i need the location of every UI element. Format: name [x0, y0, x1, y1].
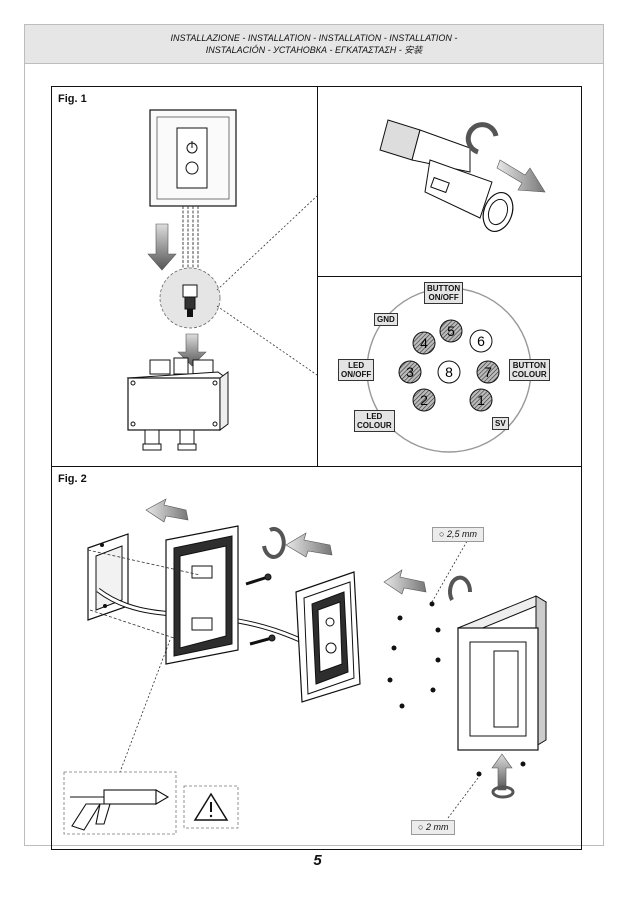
rotate-arrow-icon [465, 122, 499, 155]
mounting-screw [245, 573, 276, 646]
connector-detail-circle [159, 267, 221, 329]
down-arrow-icon [147, 223, 177, 271]
figure-2-label: Fig. 2 [58, 473, 87, 485]
pin-3: 3 [406, 364, 414, 380]
warning-icon [193, 792, 229, 821]
button-plate [295, 571, 361, 703]
dimension-tag-lower: ○ 2 mm [411, 820, 456, 835]
label-gnd: GND [374, 313, 398, 326]
label-led-colour: LED COLOUR [354, 410, 395, 432]
left-arrow-icon [145, 498, 189, 523]
pin-6: 6 [477, 333, 485, 349]
page-number: 5 [313, 852, 322, 869]
label-button-colour: BUTTON COLOUR [509, 359, 550, 381]
left-arrow-icon [383, 569, 427, 595]
figure-1-label: Fig. 1 [58, 93, 87, 105]
figure-1-horizontal-divider [317, 276, 582, 277]
hex-key-icon: ○ [439, 529, 445, 539]
junction-box [126, 357, 229, 451]
label-button-onoff: BUTTON ON/OFF [424, 282, 464, 304]
mounting-frame [165, 525, 239, 665]
control-cable [182, 206, 199, 270]
figure-2-panel [51, 466, 582, 850]
wall-control-panel [149, 109, 237, 207]
left-arrow-icon [285, 532, 333, 558]
page-header: INSTALLAZIONE - INSTALLATION - INSTALLAT… [24, 24, 604, 64]
label-led-onoff: LED ON/OFF [338, 359, 375, 381]
front-cover [456, 595, 548, 751]
pin-2: 2 [420, 392, 428, 408]
pin-7: 7 [484, 364, 492, 380]
dimension-tag-upper: ○ 2,5 mm [432, 527, 484, 542]
direction-arrow-icon [496, 159, 546, 193]
label-led-colour-text: LED COLOUR [357, 412, 392, 430]
pin-4: 4 [420, 335, 428, 351]
label-gnd-text: GND [377, 315, 395, 324]
pin-5: 5 [447, 323, 455, 339]
label-sv: SV [492, 417, 509, 430]
up-arrow-icon [491, 753, 513, 791]
dimension-upper-text: 2,5 mm [446, 529, 477, 539]
label-led-onoff-text: LED ON/OFF [341, 361, 372, 379]
header-line-2: INSTALACIÓN - УСТАНОВКА - ΕΓΚΑΤΑΣΤΑΣΗ - … [205, 45, 423, 55]
pin-8: 8 [445, 364, 453, 380]
page-frame [24, 64, 604, 846]
connector-plug [379, 119, 514, 232]
rotate-arrow-icon [448, 575, 473, 601]
label-button-onoff-text: BUTTON ON/OFF [427, 284, 461, 302]
pin-1: 1 [477, 392, 485, 408]
hex-key-icon: ○ [418, 822, 424, 832]
sealant-gun-icon [70, 789, 170, 831]
wall-box [87, 533, 129, 621]
label-button-colour-text: BUTTON COLOUR [512, 361, 547, 379]
label-sv-text: SV [495, 419, 506, 428]
header-line-1: INSTALLAZIONE - INSTALLATION - INSTALLAT… [170, 33, 458, 43]
rotate-arrow-icon [262, 526, 286, 559]
dimension-lower-text: 2 mm [425, 822, 449, 832]
small-screws [387, 601, 441, 709]
